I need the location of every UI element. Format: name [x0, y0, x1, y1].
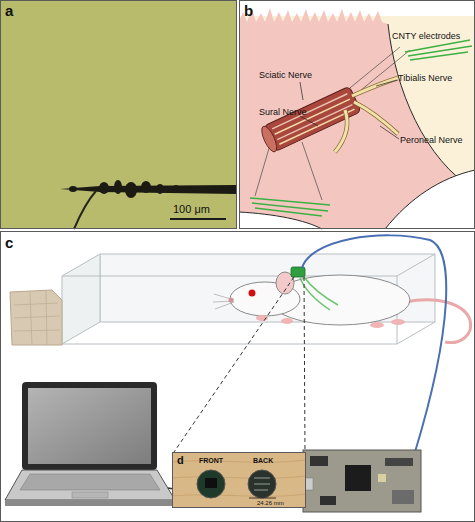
sural-branch [335, 110, 347, 152]
electrode-wire [252, 203, 328, 211]
electrode-wire [410, 52, 468, 60]
nerve-label: Peroneal Nerve [400, 136, 463, 145]
electrode-bead [141, 181, 151, 193]
leader-line [380, 126, 399, 139]
nerve-label: Sciatic Nerve [259, 71, 312, 80]
electrode-bead [189, 186, 195, 192]
peroneal-branch [354, 102, 398, 134]
board-chip [392, 490, 414, 504]
implanted-leads [300, 277, 338, 310]
tether-cable [302, 235, 446, 452]
electrode-wire [405, 40, 470, 52]
electrode-wire [408, 46, 472, 56]
micrograph-background [0, 0, 237, 229]
board-chip [205, 478, 217, 488]
board-chip [320, 496, 336, 505]
scale-bar [170, 218, 226, 220]
nerve-branch-outline [354, 102, 398, 134]
rat-tail [405, 300, 471, 343]
electrode-bead [156, 184, 164, 194]
fur-band [239, 0, 475, 16]
zoom-line [304, 277, 305, 452]
laptop-touchpad [72, 492, 108, 498]
board-chip [345, 465, 371, 491]
rat-nose [229, 298, 234, 303]
laptop-front-edge [5, 500, 175, 506]
nerve-end [259, 124, 280, 154]
panel-letter: a [5, 3, 13, 18]
paper-bedding [10, 290, 62, 345]
enclosure-side [62, 254, 100, 344]
board-back [248, 470, 276, 498]
board-component [378, 474, 386, 482]
electrode-bead [173, 185, 179, 193]
nerve-branch-outline [352, 78, 398, 96]
wood-grain [172, 460, 306, 496]
guide-line [302, 142, 322, 200]
panel-letter: b [244, 3, 253, 18]
laptop-base [5, 470, 175, 500]
guide-line [355, 50, 410, 95]
lead-wire [74, 191, 96, 229]
head-connector [291, 267, 305, 277]
electrode-bead [114, 180, 122, 194]
figure-panel: bCNTY electrodesSciatic Nerve Tibialis Ne… [239, 0, 475, 229]
dimension-label: 24.26 mm [257, 500, 284, 506]
board-side-label: BACK [253, 457, 273, 464]
inset-panel: d FRONT BACK 24.26 mm [172, 452, 306, 508]
nerve-label: Sural Nerve [259, 108, 307, 117]
rat-whiskers [213, 294, 234, 309]
figure-panel: a 100 μm [0, 0, 237, 229]
rat-paw [391, 319, 405, 325]
panel-letter: c [5, 235, 13, 250]
laptop-keyboard [20, 474, 160, 490]
electrode-bead [99, 182, 109, 194]
board-header [385, 458, 413, 466]
wood-background [172, 452, 306, 508]
nerve-branch-outline [335, 110, 347, 152]
board-front [197, 470, 225, 498]
board-chip [310, 456, 328, 466]
leader-line [300, 116, 318, 126]
figure-panel: c d FRONT BACK 24.26 mm [0, 231, 475, 522]
tibialis-branch [352, 78, 398, 96]
muscle-tissue [239, 8, 475, 229]
panel-letter: d [177, 455, 184, 466]
enclosure-edge [62, 322, 435, 344]
outer-region [385, 170, 475, 229]
bedding-fold [14, 291, 60, 345]
nerve-label: Tibialis Nerve [398, 74, 452, 83]
leg-contour [385, 170, 475, 229]
enclosure-edge [62, 254, 435, 276]
laptop-bezel [22, 382, 157, 470]
electrode-wire [255, 208, 322, 216]
rat-paw [281, 318, 293, 324]
rat-paw [370, 322, 384, 328]
electrode-label: CNTY electrodes [392, 32, 460, 41]
scale-bar-label: 100 μm [173, 204, 210, 215]
nerve-sheath [263, 86, 361, 152]
dimension-line [249, 498, 276, 499]
acquisition-board [303, 450, 421, 512]
electrode-bead [125, 182, 137, 198]
leader-line [376, 80, 397, 86]
tissue-background [239, 0, 475, 229]
sciatic-nerve-bundle [259, 86, 361, 154]
leader-line [300, 82, 303, 100]
zoom-line [174, 277, 294, 452]
tissue-contour [388, 24, 475, 190]
board-side-label: FRONT [199, 457, 223, 464]
rat-eye [249, 290, 256, 297]
laptop-screen [28, 388, 151, 464]
board-traces [254, 478, 270, 490]
electrode-bead [69, 186, 77, 192]
